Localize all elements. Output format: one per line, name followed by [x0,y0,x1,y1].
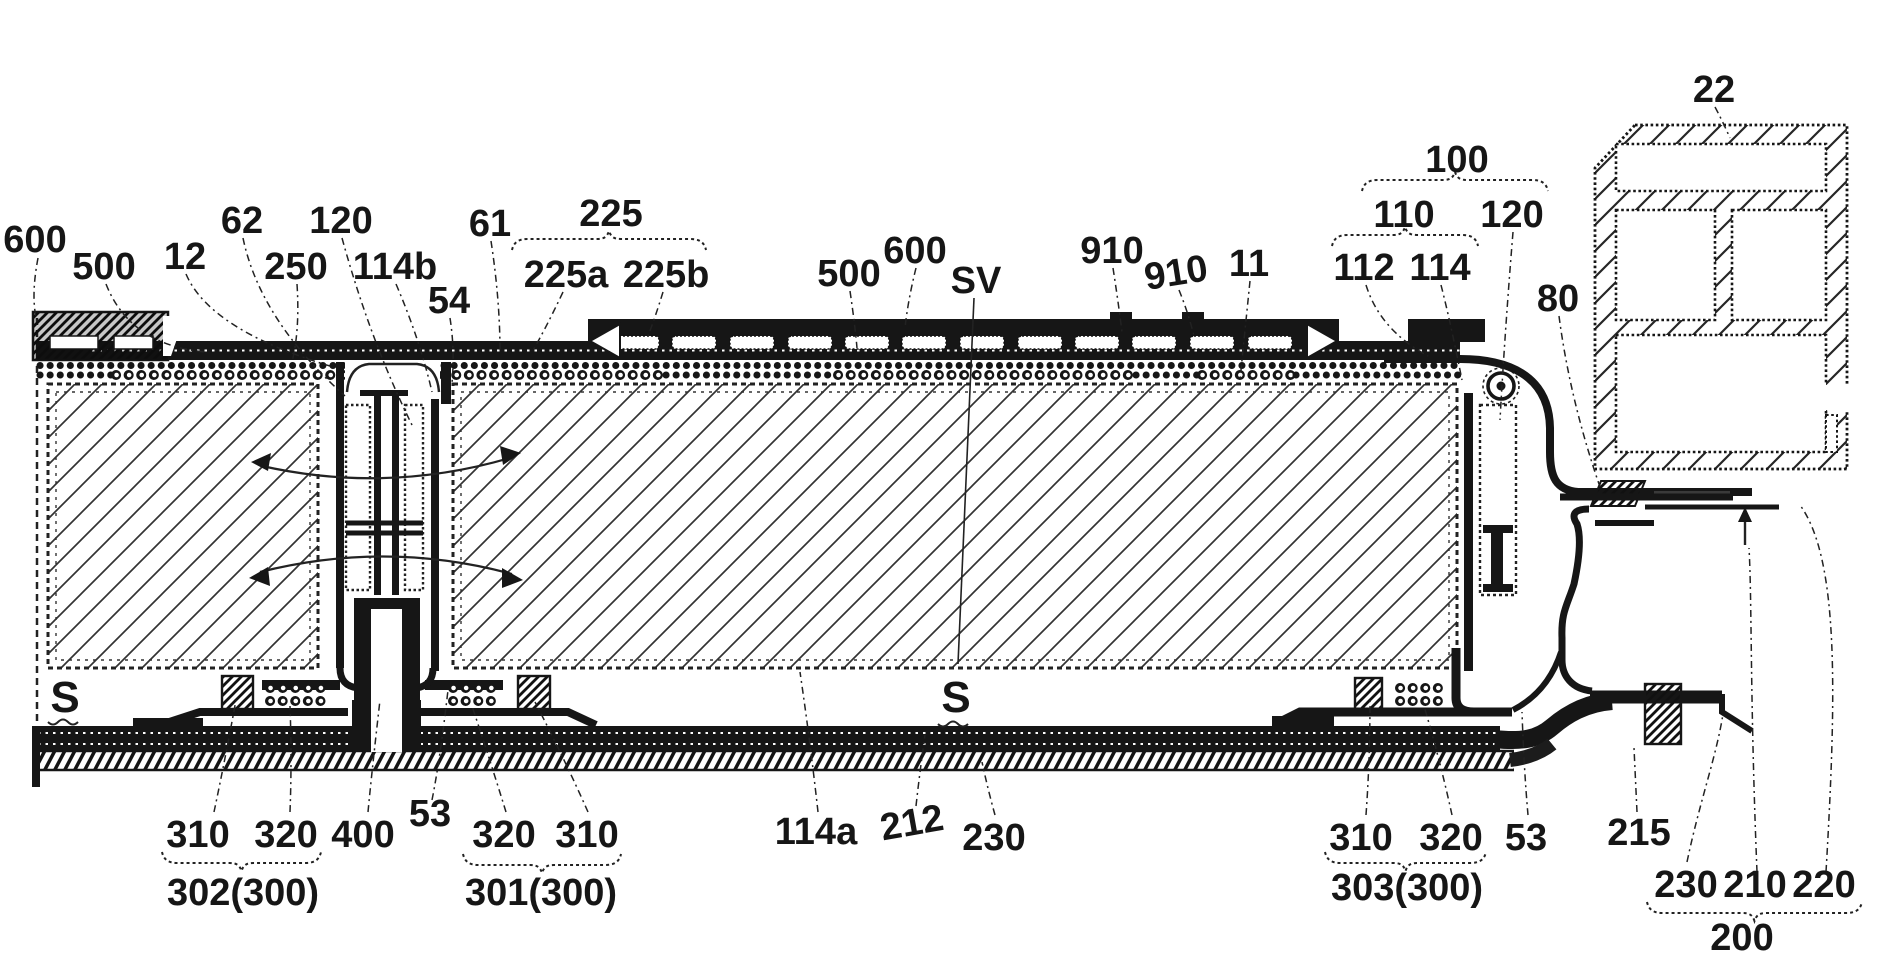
svg-text:230: 230 [962,817,1025,859]
svg-text:80: 80 [1537,278,1579,320]
svg-text:220: 220 [1792,864,1855,906]
svg-text:112: 112 [1333,247,1394,289]
svg-text:200: 200 [1710,917,1773,957]
svg-text:320: 320 [254,814,317,856]
svg-text:230: 230 [1654,864,1717,906]
svg-text:310: 310 [555,814,618,856]
svg-text:910: 910 [1080,230,1143,272]
svg-text:61: 61 [469,203,511,245]
svg-text:320: 320 [472,814,535,856]
svg-text:320: 320 [1419,817,1482,859]
svg-text:53: 53 [409,793,451,835]
svg-text:114: 114 [1409,247,1470,289]
svg-text:S: S [941,673,970,722]
svg-text:120: 120 [1480,194,1543,236]
svg-text:225b: 225b [623,254,710,296]
svg-text:303(300): 303(300) [1331,867,1483,909]
svg-text:910: 910 [1142,247,1211,298]
svg-text:301(300): 301(300) [465,872,617,914]
svg-text:250: 250 [264,246,327,288]
svg-text:500: 500 [817,253,880,295]
svg-text:500: 500 [72,246,135,288]
svg-text:114b: 114b [353,246,438,288]
svg-text:62: 62 [221,200,263,242]
svg-text:225: 225 [579,193,642,235]
svg-text:SV: SV [951,260,1002,302]
svg-text:22: 22 [1693,69,1735,111]
svg-text:600: 600 [883,230,946,272]
svg-text:302(300): 302(300) [167,872,319,914]
svg-text:310: 310 [1329,817,1392,859]
svg-text:225a: 225a [524,254,609,296]
svg-text:11: 11 [1229,243,1269,285]
svg-text:215: 215 [1607,812,1670,854]
svg-text:100: 100 [1425,139,1488,181]
svg-text:53: 53 [1505,817,1547,859]
svg-text:120: 120 [309,200,372,242]
svg-text:400: 400 [331,814,394,856]
svg-text:54: 54 [428,280,470,322]
svg-text:12: 12 [164,236,206,278]
svg-text:114a: 114a [775,811,858,853]
svg-text:110: 110 [1373,194,1434,236]
svg-text:600: 600 [3,219,66,261]
svg-text:310: 310 [166,814,229,856]
svg-text:210: 210 [1723,864,1786,906]
svg-text:S: S [50,673,79,722]
